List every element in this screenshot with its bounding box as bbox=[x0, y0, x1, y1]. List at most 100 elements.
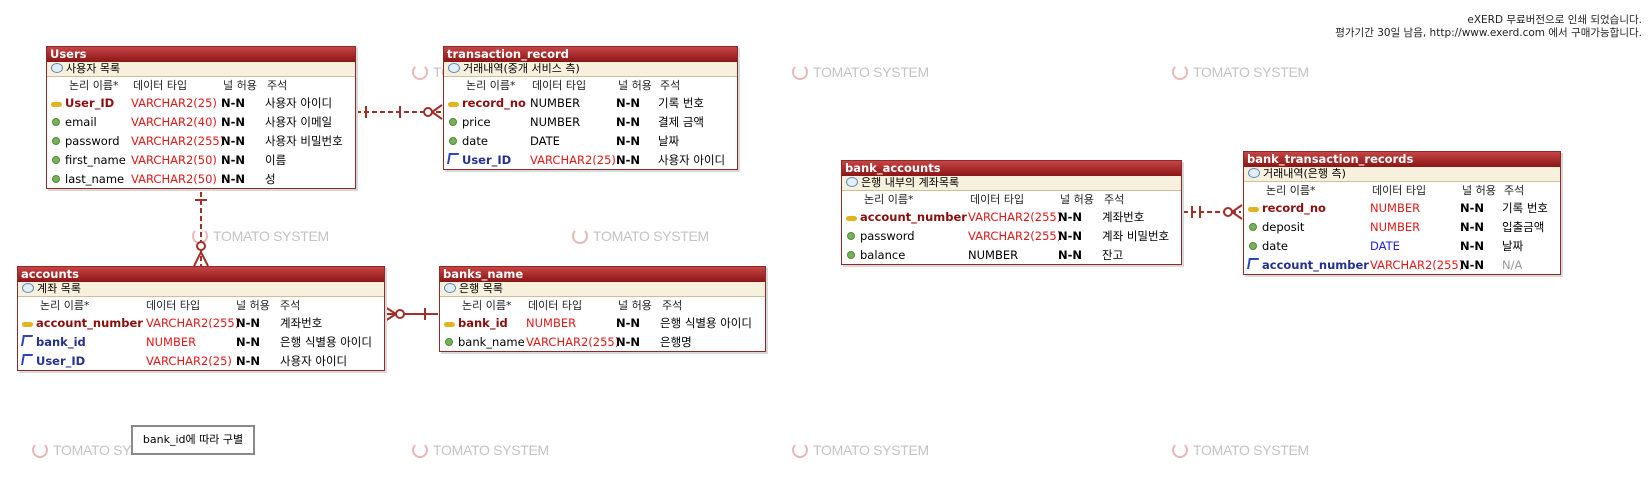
entity-comment: 은행 내부의 계좌목록 bbox=[842, 176, 1181, 191]
primary-key-icon bbox=[50, 101, 62, 107]
tomato-logo-icon bbox=[412, 442, 428, 458]
attribute-row[interactable]: balance NUMBER N-N 잔고 bbox=[842, 245, 1181, 264]
entity-comment: 거래내역(중개 서비스 측) bbox=[444, 62, 737, 77]
entity-comment: 은행 목록 bbox=[440, 282, 765, 297]
column-header: 논리 이름* 데이터 타입 널 허용 주석 bbox=[466, 79, 681, 92]
attribute-row[interactable]: User_ID VARCHAR2(25) N-N 사용자 아이디 bbox=[47, 93, 355, 112]
entity-title[interactable]: transaction_record bbox=[444, 47, 737, 62]
attribute-row[interactable]: password VARCHAR2(255) N-N 계좌 비밀번호 bbox=[842, 226, 1181, 245]
rel-users-transaction-crow bbox=[431, 104, 443, 113]
entity-title[interactable]: bank_transaction_records bbox=[1244, 152, 1560, 167]
attribute-icon bbox=[1249, 222, 1257, 231]
foreign-key-icon bbox=[21, 353, 33, 365]
primary-key-icon bbox=[447, 101, 459, 107]
attribute-row[interactable]: email VARCHAR2(40) N-N 사용자 이메일 bbox=[47, 112, 355, 131]
notice-line-2: 평가기간 30일 남음, http://www.exerd.com 에서 구매가… bbox=[1335, 27, 1642, 39]
tomato-logo-icon bbox=[792, 442, 808, 458]
attribute-row[interactable]: record_no NUMBER N-N 기록 번호 bbox=[1244, 198, 1560, 217]
rel-users-accounts-optional bbox=[196, 241, 206, 251]
attribute-icon bbox=[52, 117, 60, 126]
attribute-row[interactable]: bank_id NUMBER N-N 은행 식별용 아이디 bbox=[18, 332, 384, 351]
attribute-row[interactable]: password VARCHAR2(255) N-N 사용자 비밀번호 bbox=[47, 131, 355, 150]
entity-bank-transaction-records[interactable]: bank_transaction_records 거래내역(은행 측) 논리 이… bbox=[1243, 151, 1561, 275]
column-header: 논리 이름* 데이터 타입 널 허용 주석 bbox=[1266, 184, 1525, 197]
entity-comment: 계좌 목록 bbox=[18, 282, 384, 297]
foreign-key-icon bbox=[447, 152, 459, 164]
entity-accounts[interactable]: accounts 계좌 목록 논리 이름* 데이터 타입 널 허용 주석 acc… bbox=[17, 266, 385, 371]
watermark: TOMATO SYSTEM bbox=[412, 442, 549, 458]
tomato-logo-icon bbox=[792, 64, 808, 80]
attribute-row[interactable]: price NUMBER N-N 결제 금액 bbox=[444, 112, 737, 131]
attribute-row[interactable]: account_number VARCHAR2(255) N-N 계좌번호 bbox=[842, 207, 1181, 226]
attribute-icon bbox=[1249, 241, 1257, 250]
attribute-row[interactable]: date DATE N-N 날짜 bbox=[1244, 236, 1560, 255]
evaluation-notice: eXERD 무료버전으로 인쇄 되었습니다. 평가기간 30일 남음, http… bbox=[1335, 14, 1642, 40]
tomato-logo-icon bbox=[1172, 64, 1188, 80]
entity-users[interactable]: Users 사용자 목록 논리 이름* 데이터 타입 널 허용 주석 User_… bbox=[46, 46, 356, 189]
comment-icon bbox=[22, 283, 34, 293]
comment-icon bbox=[846, 177, 858, 187]
attribute-icon bbox=[52, 174, 60, 183]
comment-icon bbox=[444, 283, 456, 293]
attribute-row[interactable]: last_name VARCHAR2(50) N-N 성 bbox=[47, 169, 355, 188]
attribute-row[interactable]: account_number VARCHAR2(255) N-N N/A bbox=[1244, 255, 1560, 274]
primary-key-icon bbox=[21, 321, 33, 327]
attribute-row[interactable]: first_name VARCHAR2(50) N-N 이름 bbox=[47, 150, 355, 169]
attribute-row[interactable]: account_number VARCHAR2(255) N-N 계좌번호 bbox=[18, 313, 384, 332]
rel-users-transaction-optional bbox=[423, 107, 433, 117]
attribute-icon bbox=[449, 117, 457, 126]
attribute-icon bbox=[52, 155, 60, 164]
foreign-key-icon bbox=[21, 334, 33, 346]
attribute-icon bbox=[449, 136, 457, 145]
column-header: 논리 이름* 데이터 타입 널 허용 주석 bbox=[69, 79, 288, 92]
tomato-logo-icon bbox=[572, 228, 588, 244]
rel-users-accounts-crow bbox=[193, 251, 202, 267]
attribute-row[interactable]: User_ID VARCHAR2(25) N-N 사용자 아이디 bbox=[18, 351, 384, 370]
rel-bankacc-banktx-crow bbox=[1231, 204, 1243, 213]
entity-transaction-record[interactable]: transaction_record 거래내역(중개 서비스 측) 논리 이름*… bbox=[443, 46, 738, 170]
comment-icon bbox=[448, 63, 460, 73]
watermark: TOMATO SYSTEM bbox=[1172, 64, 1309, 80]
column-header: 논리 이름* 데이터 타입 널 허용 주석 bbox=[40, 299, 301, 312]
attribute-row[interactable]: bank_name VARCHAR2(255) N-N 은행명 bbox=[440, 332, 765, 351]
column-header: 논리 이름* 데이터 타입 널 허용 주석 bbox=[462, 299, 683, 312]
tomato-logo-icon bbox=[412, 64, 428, 80]
foreign-key-icon bbox=[1247, 257, 1259, 269]
entity-bank-accounts[interactable]: bank_accounts 은행 내부의 계좌목록 논리 이름* 데이터 타입 … bbox=[841, 160, 1182, 265]
attribute-row[interactable]: deposit NUMBER N-N 입출금액 bbox=[1244, 217, 1560, 236]
attribute-row[interactable]: record_no NUMBER N-N 기록 번호 bbox=[444, 93, 737, 112]
relationship-note[interactable]: bank_id에 따라 구별 bbox=[131, 425, 255, 455]
attribute-row[interactable]: date DATE N-N 날짜 bbox=[444, 131, 737, 150]
rel-users-transaction-crow bbox=[431, 111, 443, 120]
entity-title[interactable]: Users bbox=[47, 47, 355, 62]
attribute-row[interactable]: bank_id NUMBER N-N 은행 식별용 아이디 bbox=[440, 313, 765, 332]
entity-title[interactable]: bank_accounts bbox=[842, 161, 1181, 176]
comment-icon bbox=[1248, 168, 1260, 178]
entity-comment: 사용자 목록 bbox=[47, 62, 355, 77]
watermark: TOMATO SYSTEM bbox=[572, 228, 709, 244]
rel-accounts-banks-crow bbox=[384, 313, 397, 322]
tomato-logo-icon bbox=[1172, 442, 1188, 458]
column-header: 논리 이름* 데이터 타입 널 허용 주석 bbox=[864, 193, 1125, 206]
watermark: TOMATO SYSTEM bbox=[792, 442, 929, 458]
watermark: TOMATO SYSTEM bbox=[792, 64, 929, 80]
entity-comment: 거래내역(은행 측) bbox=[1244, 167, 1560, 182]
attribute-icon bbox=[52, 136, 60, 145]
watermark: TOMATO SYSTEM bbox=[1172, 442, 1309, 458]
attribute-icon bbox=[445, 337, 453, 346]
primary-key-icon bbox=[443, 321, 455, 327]
notice-line-1: eXERD 무료버전으로 인쇄 되었습니다. bbox=[1467, 14, 1642, 26]
entity-title[interactable]: banks_name bbox=[440, 267, 765, 282]
entity-title[interactable]: accounts bbox=[18, 267, 384, 282]
rel-bankacc-banktx-optional bbox=[1223, 207, 1233, 217]
comment-icon bbox=[51, 63, 63, 73]
primary-key-icon bbox=[845, 215, 857, 221]
entity-banks-name[interactable]: banks_name 은행 목록 논리 이름* 데이터 타입 널 허용 주석 b… bbox=[439, 266, 766, 352]
tomato-logo-icon bbox=[32, 442, 48, 458]
attribute-icon bbox=[847, 231, 855, 240]
attribute-row[interactable]: User_ID VARCHAR2(25) N-N 사용자 아이디 bbox=[444, 150, 737, 169]
primary-key-icon bbox=[1247, 206, 1259, 212]
rel-bankacc-banktx-crow bbox=[1231, 211, 1243, 220]
rel-users-accounts-crow bbox=[200, 251, 209, 267]
attribute-icon bbox=[847, 250, 855, 259]
